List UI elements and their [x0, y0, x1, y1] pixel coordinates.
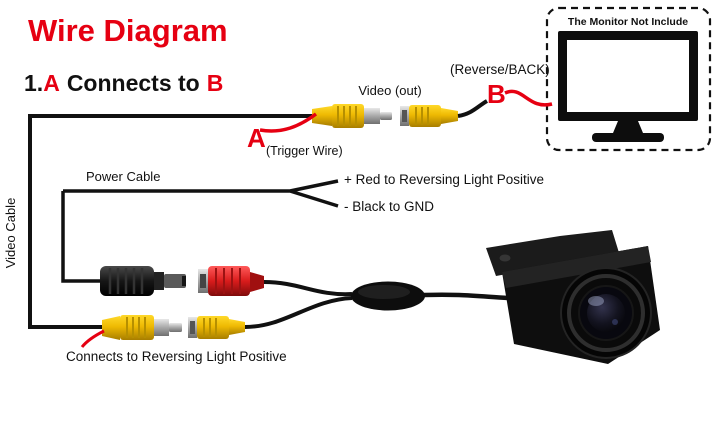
yellow-male-rca-bottom-connector	[102, 315, 182, 340]
heading-a: A	[43, 70, 60, 96]
reversing-light-label: Connects to Reversing Light Positive	[66, 349, 287, 364]
camera-lead-wire	[423, 292, 509, 301]
heading-number: 1.	[24, 70, 43, 96]
red-positive-label: + Red to Reversing Light Positive	[344, 172, 544, 187]
video-cable-wire	[28, 114, 314, 329]
monitor-dashed-border	[545, 6, 712, 152]
camera-screw-hole	[499, 254, 511, 262]
black-gnd-label: - Black to GND	[344, 199, 434, 214]
heading-b: B	[207, 70, 224, 96]
video-out-male-rca-connector	[312, 104, 392, 128]
camera-lens-icon	[560, 267, 652, 359]
ferrite-bead	[351, 281, 425, 311]
b-pointer-wire	[504, 89, 553, 107]
monitor-icon	[558, 31, 698, 142]
b-marker: B	[487, 79, 506, 109]
a-marker: A	[247, 123, 266, 153]
yellow-female-rca-bottom-connector	[188, 296, 353, 339]
monitor-note-label: The Monitor Not Include	[568, 16, 688, 28]
power-cable-label: Power Cable	[86, 169, 160, 184]
heading-connects: Connects to	[67, 70, 200, 96]
red-rca-connector	[198, 266, 353, 297]
video-out-label: Video (out)	[358, 83, 421, 98]
monitor-box: The Monitor Not Include	[545, 6, 712, 152]
reversing-pointer-wire	[80, 329, 105, 348]
trigger-wire-label: (Trigger Wire)	[266, 144, 343, 158]
page-title: Wire Diagram	[28, 13, 228, 48]
video-out-female-rca-connector	[400, 99, 489, 127]
camera-image	[486, 230, 660, 364]
step-heading: 1.A Connects to B	[24, 70, 223, 96]
dc-power-plug	[100, 266, 186, 296]
power-cable-wire	[61, 179, 339, 283]
reverse-back-label: (Reverse/BACK)	[450, 62, 550, 77]
a-pointer-wire	[259, 112, 318, 133]
video-cable-label: Video Cable	[3, 198, 18, 269]
